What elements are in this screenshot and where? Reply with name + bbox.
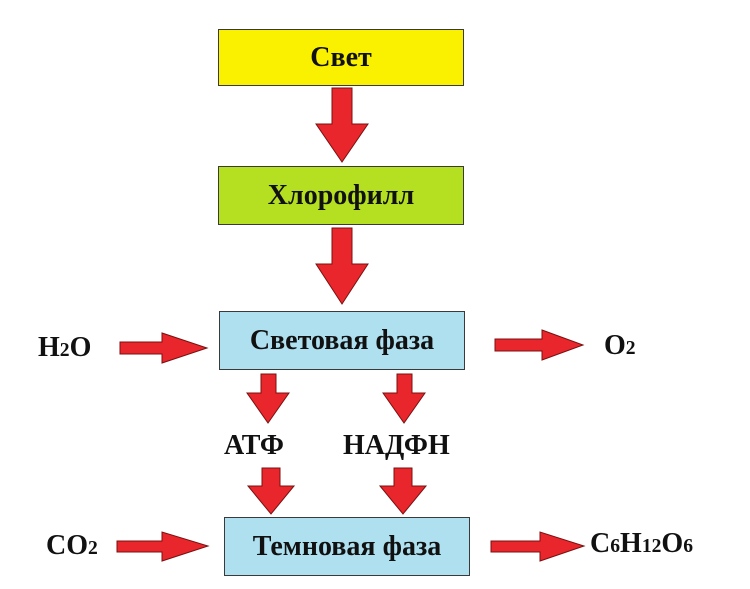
arrow-light-phase-to-nadph [382, 373, 426, 424]
light-phase-box: Световая фаза [219, 311, 465, 370]
water-label: H2O [38, 332, 92, 363]
oxygen-label: O2 [604, 330, 636, 361]
atp-label: АТФ [224, 430, 284, 461]
light-box: Свет [218, 29, 464, 86]
arrow-co2-to-dark-phase [116, 531, 210, 562]
arrow-light-phase-to-atp [246, 373, 290, 424]
arrow-chlorophyll-to-light-phase [315, 227, 369, 305]
arrow-water-to-light-phase [119, 332, 209, 364]
arrow-dark-phase-to-glucose [490, 531, 586, 562]
glucose-label: C6H12O6 [590, 528, 693, 559]
co2-label: CO2 [46, 530, 98, 561]
arrow-nadph-to-dark-phase [378, 467, 428, 515]
nadph-label: НАДФН [343, 430, 450, 461]
arrow-atp-to-dark-phase [246, 467, 296, 515]
arrow-light-to-chlorophyll [315, 87, 369, 163]
chlorophyll-box: Хлорофилл [218, 166, 464, 225]
dark-phase-box: Темновая фаза [224, 517, 470, 576]
arrow-light-phase-to-oxygen [494, 329, 585, 361]
